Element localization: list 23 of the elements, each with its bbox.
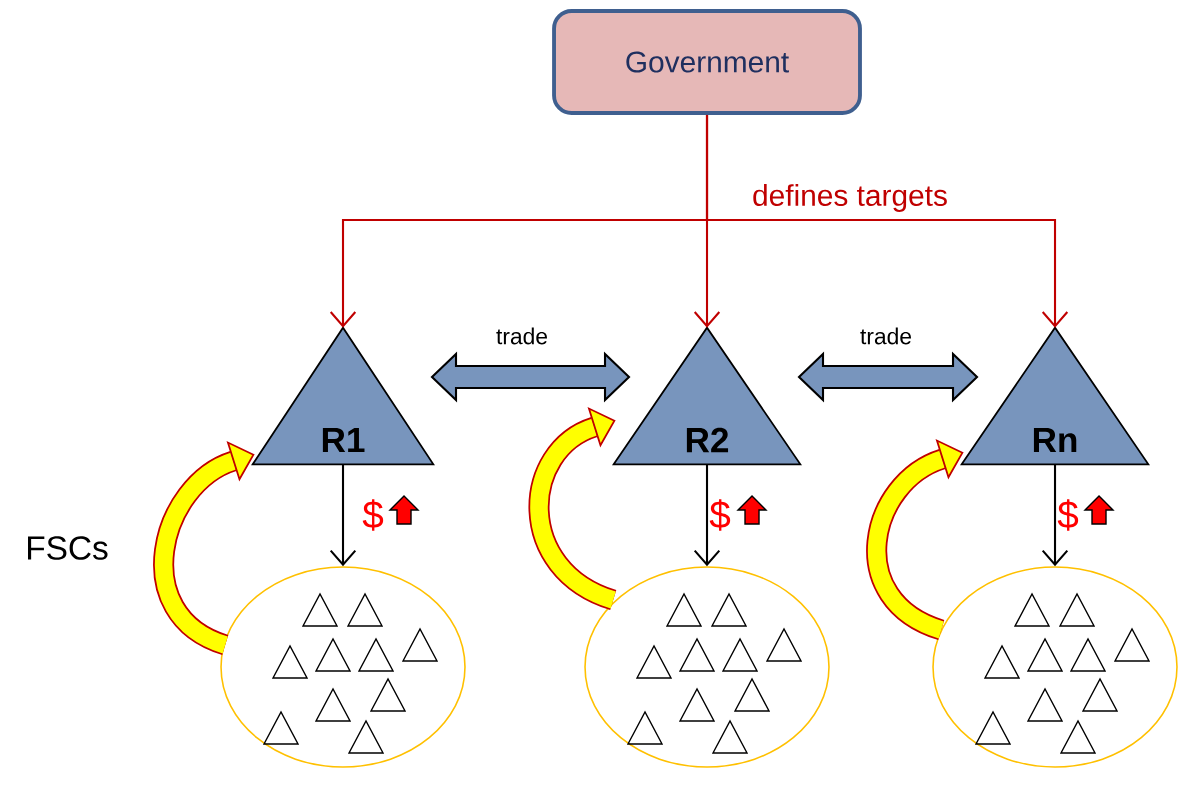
region-triangle: R1 bbox=[251, 326, 435, 466]
region-triangle: Rn bbox=[960, 326, 1150, 466]
arrow bbox=[329, 464, 357, 567]
region-triangle: R2 bbox=[612, 326, 802, 466]
edge-label: defines targets bbox=[750, 182, 950, 214]
curved-arrow bbox=[528, 406, 618, 610]
group-circle bbox=[220, 566, 466, 768]
dollar-sign: $ bbox=[709, 499, 731, 531]
double-arrow bbox=[430, 351, 631, 403]
group-circle bbox=[932, 566, 1178, 768]
arrow bbox=[705, 114, 1069, 328]
government-box: Government bbox=[552, 9, 862, 115]
dollar-sign: $ bbox=[1057, 499, 1079, 531]
side-label: FSCs bbox=[28, 536, 108, 560]
dollar-sign: $ bbox=[362, 499, 384, 531]
group-circle bbox=[584, 566, 830, 768]
curved-arrow bbox=[153, 440, 255, 655]
arrow bbox=[1041, 464, 1069, 567]
curved-arrow bbox=[866, 438, 964, 640]
edge-label: trade bbox=[858, 325, 914, 347]
edge-label: trade bbox=[494, 325, 550, 347]
double-arrow bbox=[797, 351, 979, 403]
arrow bbox=[693, 464, 721, 567]
